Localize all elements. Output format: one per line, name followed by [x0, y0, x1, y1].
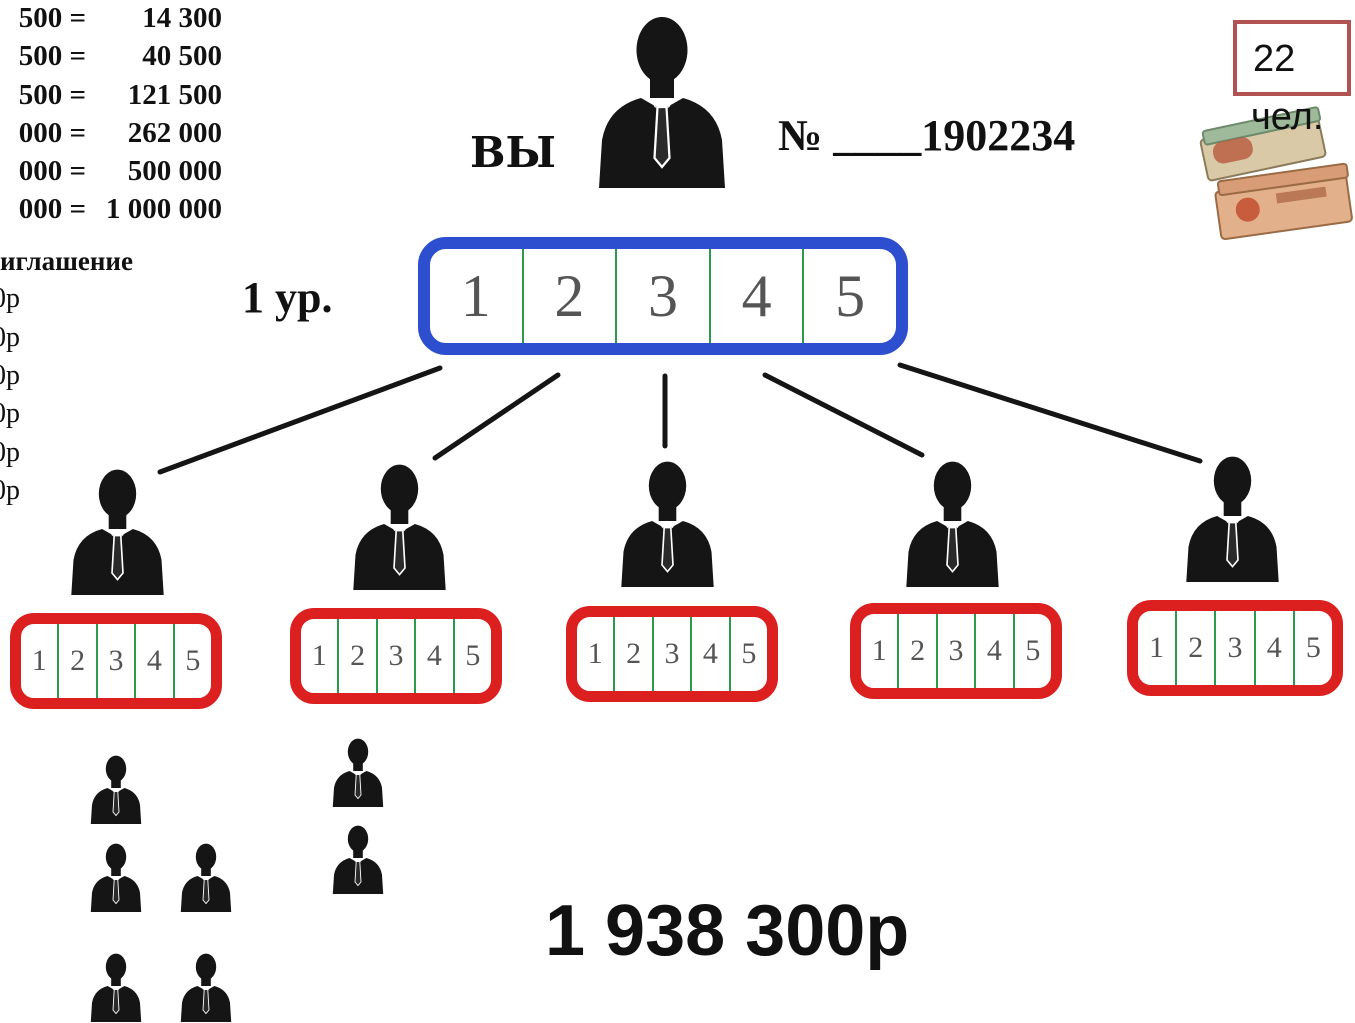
sub-slot: 2	[339, 619, 378, 693]
partner-avatar-icon	[352, 463, 447, 590]
invitation-item: 0р	[0, 475, 20, 506]
connector-line	[762, 372, 925, 458]
main-slot: 5	[835, 262, 866, 329]
sub-slot: 5	[465, 639, 481, 672]
sub-slot: 4	[136, 624, 175, 698]
sub-slot-strip: 1 2 3 4 5	[290, 608, 502, 704]
sub-slot: 4	[692, 617, 731, 691]
referral-avatar-icon	[332, 738, 384, 807]
partner-avatar-icon	[70, 468, 165, 595]
people-count-value: 22	[1253, 38, 1296, 80]
partner-avatar-icon	[905, 460, 1000, 587]
payout-row-left: 000 =	[18, 193, 86, 225]
money-stack-icon	[1199, 106, 1353, 241]
invitation-item: 0р	[0, 322, 20, 353]
sub-slot: 5	[1025, 634, 1041, 667]
main-slot: 4	[711, 249, 805, 343]
you-label: ВЫ	[470, 128, 556, 177]
sub-slot: 1	[1138, 611, 1178, 685]
invitation-item: 0р	[0, 437, 20, 468]
main-slot-strip: 1 2 3 4 5	[418, 237, 908, 355]
referral-avatar-icon	[180, 843, 232, 912]
payout-row-left: 500 =	[18, 40, 86, 72]
sub-slot: 4	[416, 619, 455, 693]
invitation-item: 0р	[0, 360, 20, 391]
payout-row-left: 000 =	[18, 155, 86, 187]
sub-slot: 3	[1216, 611, 1256, 685]
referral-avatar-icon	[90, 843, 142, 912]
sub-slot: 1	[861, 614, 900, 688]
level-label: 1 ур.	[242, 273, 333, 322]
payout-row-left: 000 =	[18, 117, 86, 149]
sub-slot-strip: 1 2 3 4 5	[566, 606, 778, 702]
payout-row-right: 40 500	[142, 40, 222, 72]
connector-line	[157, 365, 443, 475]
payout-row-right: 121 500	[127, 79, 222, 111]
sub-slot: 3	[378, 619, 417, 693]
sub-slot: 3	[938, 614, 977, 688]
sub-slot: 2	[59, 624, 98, 698]
main-slot: 2	[524, 249, 618, 343]
sub-slot: 2	[899, 614, 938, 688]
payout-row-right: 14 300	[142, 2, 222, 34]
sub-slot: 5	[741, 637, 757, 670]
sub-slot-strip: 1 2 3 4 5	[850, 603, 1062, 699]
main-slot: 1	[430, 249, 524, 343]
connector-lines	[157, 362, 1203, 475]
payout-row-right: 262 000	[127, 117, 222, 149]
invitation-item: 0р	[0, 398, 20, 429]
referral-avatar-icon	[332, 825, 384, 894]
invitation-item: 0р	[0, 283, 20, 314]
payout-row-left: 500 =	[18, 79, 86, 111]
referral-avatar-icon	[90, 953, 142, 1022]
sub-slot: 3	[654, 617, 693, 691]
payout-row-right: 500 000	[127, 155, 222, 187]
sub-slot: 5	[1305, 631, 1321, 664]
member-number: № ____1902234	[778, 111, 1076, 160]
main-slot: 3	[617, 249, 711, 343]
sub-slot: 4	[1256, 611, 1295, 685]
partner-avatar-icon	[1185, 455, 1280, 582]
sub-slot: 2	[1177, 611, 1217, 685]
you-avatar-icon	[597, 15, 727, 188]
sub-slot: 2	[615, 617, 654, 691]
people-count-unit: чел.	[1251, 96, 1324, 138]
sub-slot-strip: 1 2 3 4 5	[10, 613, 222, 709]
partner-avatar-icon	[620, 460, 715, 587]
sub-slot: 3	[98, 624, 137, 698]
payout-row-left: 500 =	[18, 2, 86, 34]
payout-row-right: 1 000 000	[106, 193, 222, 225]
sub-slot-strip: 1 2 3 4 5	[1127, 600, 1343, 696]
invitation-title: иглашение	[0, 246, 133, 276]
sub-slot: 4	[976, 614, 1015, 688]
sub-slot: 5	[185, 644, 201, 677]
referral-avatar-icon	[90, 755, 142, 824]
sub-slot: 1	[301, 619, 340, 693]
sub-slot: 1	[577, 617, 616, 691]
connector-line	[432, 372, 561, 461]
referral-avatar-icon	[180, 953, 232, 1022]
total-amount: 1 938 300р	[545, 891, 910, 971]
connector-line	[897, 362, 1203, 464]
sub-slot: 1	[21, 624, 60, 698]
people-count-box	[1233, 20, 1351, 96]
